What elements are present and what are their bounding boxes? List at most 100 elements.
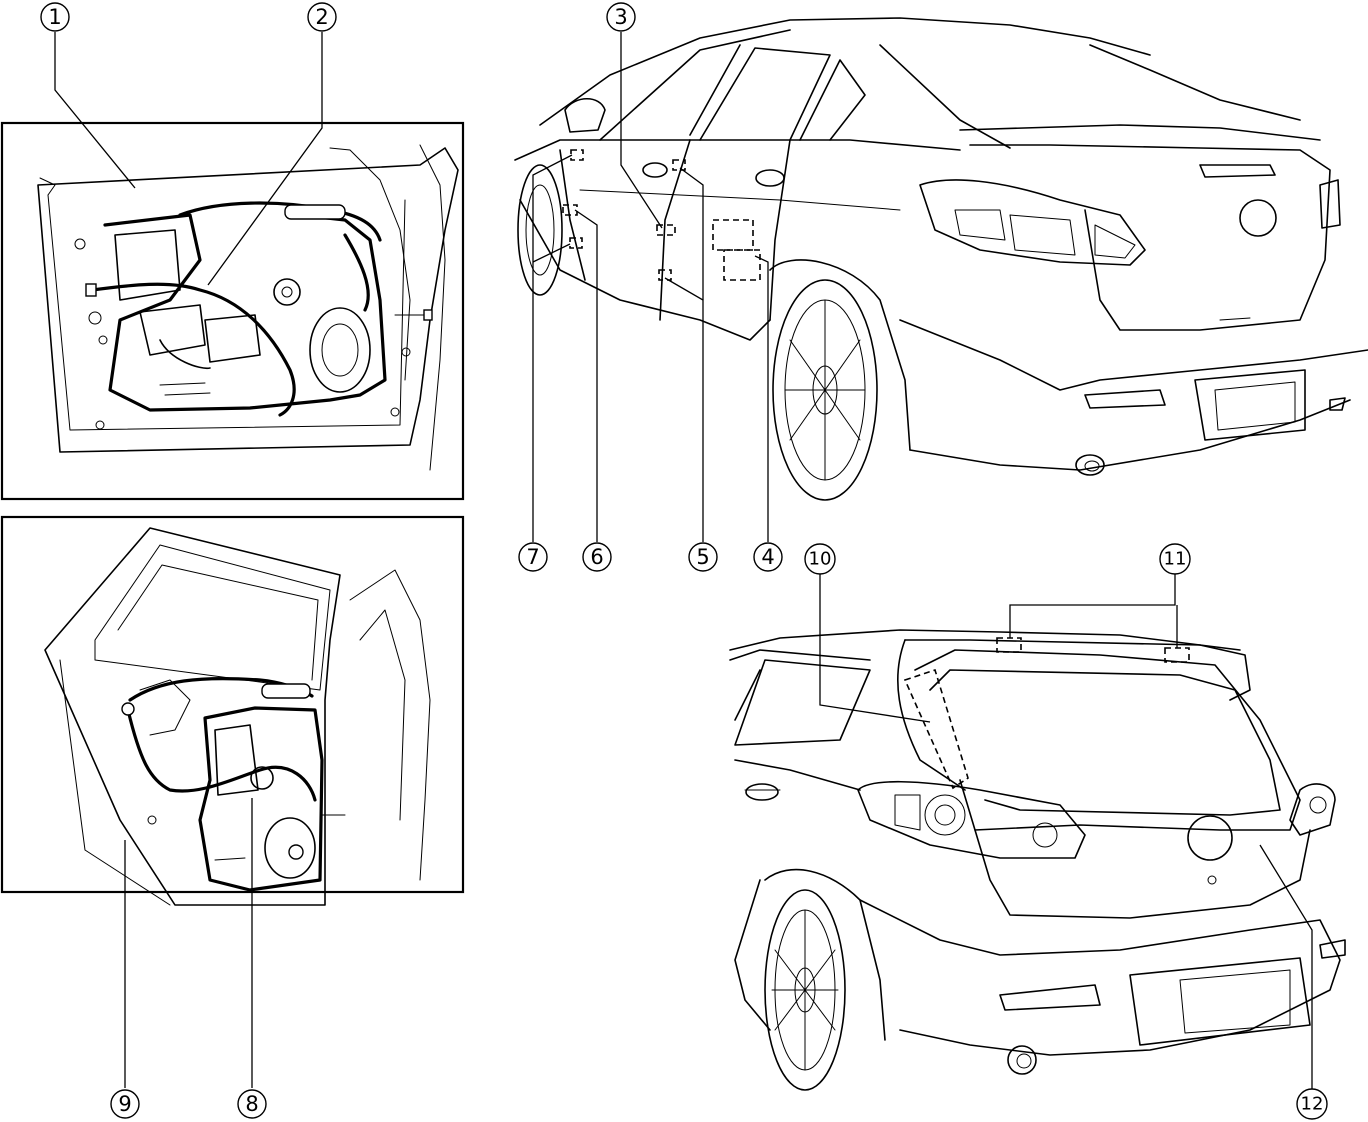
sedan-bumper-bottom [909, 399, 1351, 471]
callout-7-label: 7 [526, 545, 539, 569]
hatch-reflector [999, 984, 1101, 1011]
callout-4: 4 [753, 542, 783, 572]
front-door-inner [47, 194, 406, 431]
callout-8: 8 [237, 1089, 267, 1119]
rear-regulator-motor [250, 766, 274, 790]
sedan-emblem [1239, 199, 1277, 237]
rear-pillar [349, 569, 431, 881]
hatch-roof [729, 629, 1241, 651]
callout-2: 2 [307, 2, 337, 32]
rear-service-hole-outline [198, 706, 324, 892]
hatch-exhaust [1007, 1045, 1037, 1075]
rear-window-frame [94, 544, 331, 691]
hatch-emblem [1187, 815, 1233, 861]
callout-11-label: 11 [1164, 549, 1187, 570]
callout-10: 10 [804, 543, 836, 575]
front-window-regulator [204, 314, 261, 363]
sedan-rear-door-handle [755, 169, 785, 187]
front-door-frame [0, 121, 465, 501]
callout-12: 12 [1296, 1088, 1328, 1120]
sedan-rear-wheel [772, 279, 878, 501]
rear-door-inset [0, 515, 465, 906]
callout-3: 3 [606, 2, 636, 32]
callout-9-label: 9 [118, 1092, 131, 1116]
sedan-bumper-top [899, 319, 1368, 391]
sedan-reflector [1084, 389, 1166, 409]
sedan-high-mount-lamp [1199, 164, 1276, 178]
hatch-bumper [859, 899, 1341, 1056]
rear-door-handle [261, 683, 311, 699]
sedan-rear-wheel-arch [769, 259, 911, 451]
hatch-door-handle [745, 783, 779, 801]
leader-lines [54, 32, 1313, 1090]
hatch-tail-lamp-right [1289, 783, 1336, 836]
hatch-license-plate-area [1129, 957, 1311, 1046]
callout-5-label: 5 [696, 545, 709, 569]
callout-12-label: 12 [1301, 1094, 1324, 1115]
callout-11: 11 [1159, 543, 1191, 575]
callout-6: 6 [582, 542, 612, 572]
rear-door-shell [44, 527, 341, 906]
rear-wire-harness [126, 708, 317, 802]
sedan-side-mirror [564, 97, 606, 133]
sedan-right-tail-lamp [1319, 179, 1341, 229]
hatchback-view [729, 629, 1346, 1091]
sedan-marker-5b [658, 269, 672, 281]
front-speaker [309, 307, 371, 393]
sedan-rear-side-window [699, 47, 831, 141]
sedan-trunk-lid [969, 144, 1331, 331]
sedan-marker-7 [570, 149, 584, 161]
front-pillar [419, 144, 446, 471]
sedan-front-door-edge [559, 149, 586, 281]
hatch-rear-wheel [764, 889, 846, 1091]
sedan-marker-5 [672, 159, 686, 171]
sedan-marker-6b [569, 237, 583, 249]
rear-speaker [264, 817, 316, 879]
rear-door-frame [0, 515, 465, 894]
sedan-license-plate-area [1194, 369, 1306, 441]
sedan-marker-4b [723, 249, 761, 281]
sedan-marker-4a [712, 219, 754, 251]
callout-1: 1 [40, 2, 70, 32]
front-wire-harness [90, 282, 296, 417]
callout-4-label: 4 [761, 545, 774, 569]
front-regulator-motor [273, 278, 301, 306]
callout-5: 5 [688, 542, 718, 572]
hatch-tail-lamp-left [857, 780, 1086, 859]
sedan-door-gap [659, 139, 691, 321]
front-window-frame [329, 147, 411, 381]
sedan-roof [539, 17, 1151, 126]
callout-2-label: 2 [315, 5, 328, 29]
sedan-marker-3 [656, 224, 676, 236]
sedan-tail-lamp [919, 179, 1146, 266]
hatch-marker-10 [903, 668, 969, 790]
hatch-rear-glass [914, 649, 1301, 831]
sedan-view [514, 17, 1368, 501]
sedan-front-wheel [517, 164, 563, 296]
hatch-tailgate [974, 829, 1311, 919]
front-service-hole-outline [103, 213, 387, 412]
front-door-handle [284, 204, 346, 220]
front-panel-cutout [114, 229, 181, 301]
hatch-marker-11a [996, 637, 1022, 653]
front-door-shell [37, 147, 459, 453]
callout-6-label: 6 [590, 545, 603, 569]
callout-3-label: 3 [614, 5, 627, 29]
hatch-spoiler [904, 639, 1251, 701]
callout-8-label: 8 [245, 1092, 258, 1116]
hatch-wheel-arch [764, 868, 886, 1041]
sedan-marker-6 [562, 204, 578, 216]
callout-1-label: 1 [48, 5, 61, 29]
hatch-marker-11b [1164, 647, 1190, 663]
hatch-side-window [734, 659, 871, 746]
callouts: 1 2 3 4 5 6 7 8 [40, 2, 1328, 1120]
callout-7: 7 [518, 542, 548, 572]
sedan-rear-glass-right [1089, 44, 1301, 121]
sedan-exhaust [1075, 454, 1105, 476]
sedan-rear-glass-left [879, 44, 1011, 149]
front-door-inset [0, 121, 465, 501]
callout-10-label: 10 [809, 549, 832, 570]
callout-9: 9 [110, 1089, 140, 1119]
